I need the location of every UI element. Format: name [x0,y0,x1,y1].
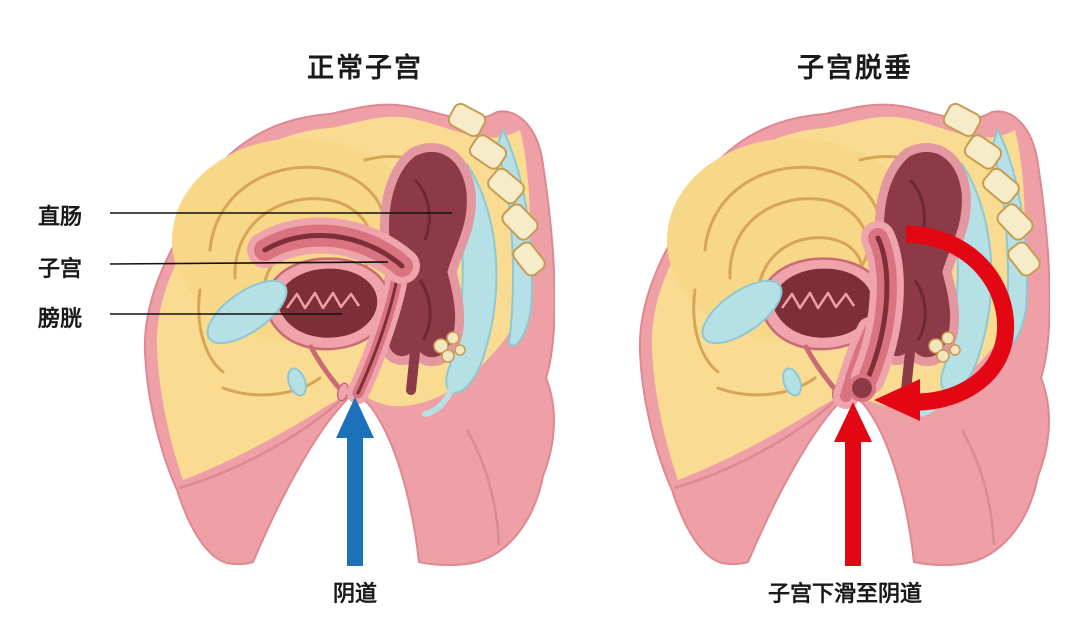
normal-uterus-panel [115,100,555,570]
vagina-canal-normal [347,261,409,404]
prolapsed-uterus-panel [610,100,1050,570]
label-bladder: 膀胱 [38,307,83,332]
caption-prolapse: 子宫下滑至阴道 [767,582,922,607]
label-uterus: 子宫 [38,257,83,282]
uterus-normal-shape [247,217,420,284]
panel-title-normal: 正常子宫 [307,53,423,84]
prolapsed-anatomy-illustration [610,100,1050,570]
panel-title-prolapse: 子宫脱垂 [797,53,913,84]
caption-vagina: 阴道 [332,582,377,607]
label-rectum: 直肠 [38,205,83,230]
prolapsed-cervix-at-opening [848,374,876,402]
uterus-prolapsed-shape [851,221,904,395]
normal-anatomy-illustration [115,100,555,570]
